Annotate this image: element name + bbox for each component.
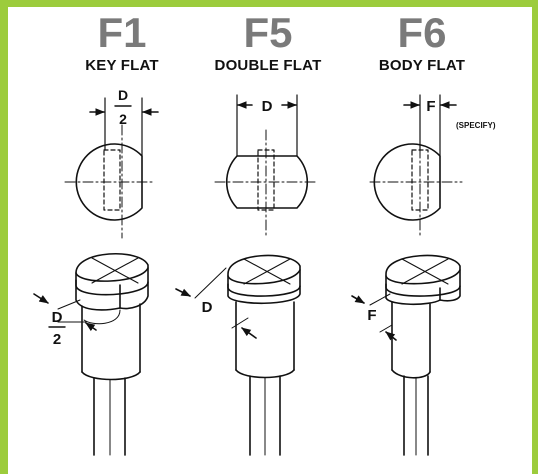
f5-pin — [175, 254, 301, 456]
f6-name: BODY FLAT — [378, 57, 466, 74]
f5-name: DOUBLE FLAT — [214, 57, 322, 74]
f1-top-dim-num: D — [118, 87, 128, 103]
f1-pin — [33, 252, 149, 456]
f5-code: F5 — [243, 9, 293, 56]
f1-code: F1 — [97, 9, 147, 56]
f6-bottom-dim: F — [367, 307, 376, 324]
f5-top-dim: D — [262, 98, 273, 115]
f1-bottom-dim-den: 2 — [53, 331, 61, 348]
f5-bottom-dim: D — [202, 299, 213, 316]
f1-top-view — [64, 97, 159, 239]
f6-top-dim-note: (SPECIFY) — [456, 121, 496, 130]
f6-top-dim: F — [426, 98, 435, 115]
f1-top-dim-den: 2 — [119, 111, 127, 127]
f6-top-view — [369, 94, 463, 239]
f6-pin — [351, 254, 461, 456]
f1-name: KEY FLAT — [85, 57, 159, 74]
f1-bottom-dim-num: D — [52, 309, 63, 326]
f6-code: F6 — [397, 9, 447, 56]
diagram-frame — [8, 7, 532, 474]
f5-top-view — [214, 94, 319, 239]
